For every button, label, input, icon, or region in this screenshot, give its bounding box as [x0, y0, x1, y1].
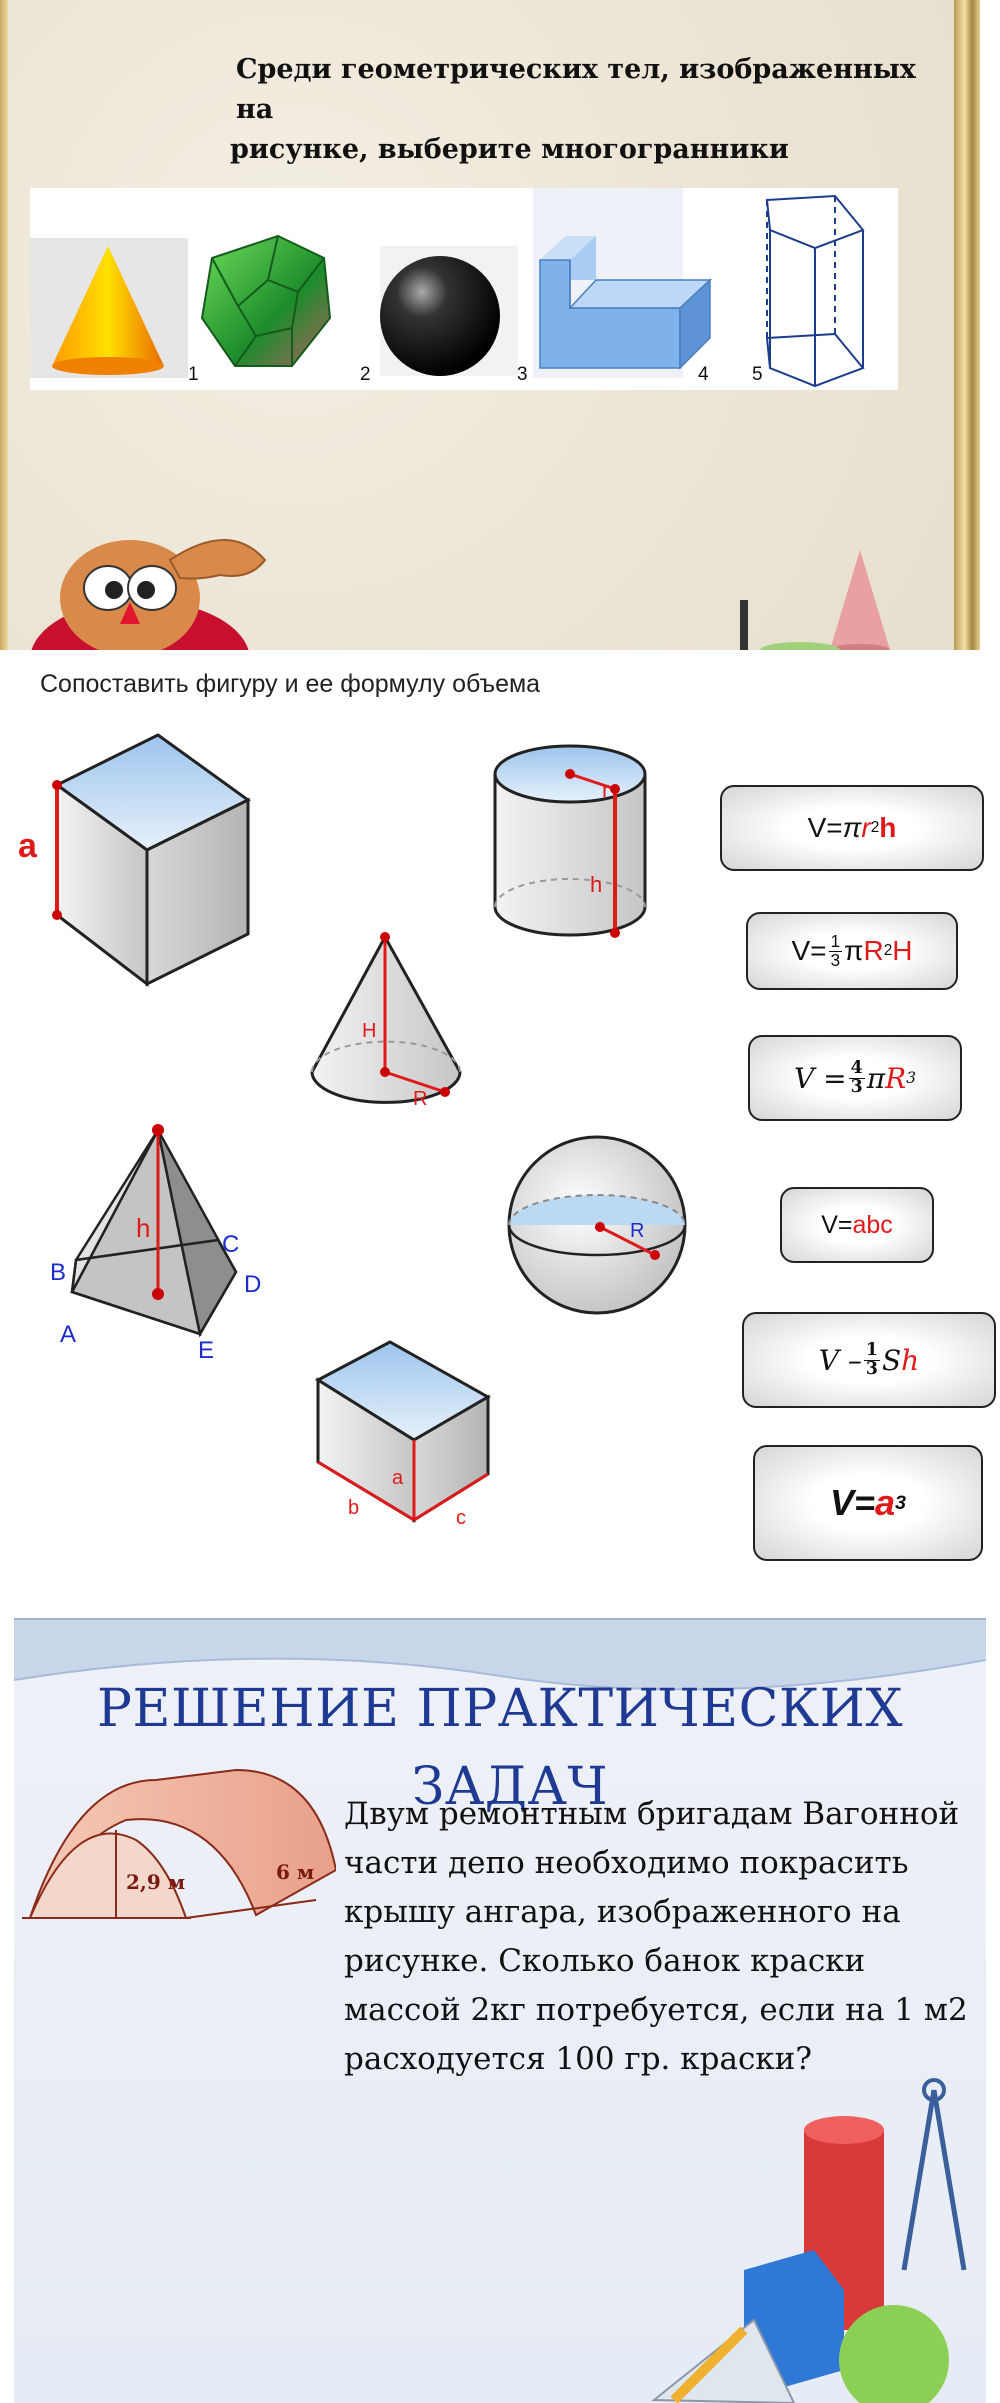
box-edge-b: b	[348, 1497, 359, 1519]
formula-S: S	[881, 1343, 902, 1377]
formula-r: r	[861, 812, 871, 843]
pyramid-vertex-e: E	[198, 1337, 214, 1364]
slide-practical-tasks: РЕШЕНИЕ ПРАКТИЧЕСКИХ ЗАДАЧ 2,9 м 6 м Дву…	[14, 1618, 986, 2403]
owl-mascot-illustration	[31, 539, 267, 650]
pencil-cone-decoration	[740, 550, 890, 650]
formula-H: H	[892, 935, 913, 966]
formula-text: V=	[807, 812, 843, 843]
formula-text: V=	[829, 1482, 875, 1523]
formula-text: V –	[818, 1343, 862, 1377]
header-wave-decoration	[14, 1620, 986, 1691]
slide3-heading-line1: РЕШЕНИЕ ПРАКТИЧЕСКИХ	[97, 1679, 903, 1739]
sphere-figure	[380, 246, 518, 376]
fraction-numerator: 4	[848, 1058, 865, 1079]
formula-R: R	[863, 935, 884, 966]
formula-exp: 2	[883, 942, 893, 959]
cylinder-radius-label: r	[602, 777, 609, 802]
geometric-bodies-strip: 1 2 3 4 5	[30, 188, 898, 390]
slide-polyhedra: Среди геометрических тел, изображенных н…	[0, 0, 980, 650]
cone-figure	[30, 238, 188, 378]
pyramid-figure	[70, 1124, 238, 1338]
formula-h: h	[879, 812, 897, 843]
formula-h: h	[901, 1343, 920, 1377]
figure-number-4: 4	[698, 364, 709, 385]
fraction-numerator: 1	[828, 931, 843, 952]
cone-height-label: H	[362, 1020, 376, 1042]
l-prism-figure	[533, 188, 712, 378]
formula-card-box[interactable]: V=abc	[780, 1187, 934, 1263]
figure-number-2: 2	[360, 364, 371, 385]
hangar-height-label: 2,9 м	[126, 1870, 186, 1894]
pyramid-vertex-c: C	[222, 1231, 239, 1258]
formula-abc: abc	[852, 1210, 893, 1239]
figure-number-5: 5	[752, 364, 763, 385]
slide1-title-line2: рисунке, выберите многогранники	[230, 134, 789, 165]
formula-pi: π	[866, 1061, 886, 1095]
slide-frame-right	[954, 0, 980, 650]
formula-pi: π	[842, 812, 862, 843]
slide-volume-formulas: Сопоставить фигуру и ее формулу объема a	[0, 652, 1000, 1612]
box-figure	[314, 1340, 492, 1523]
formula-pi: π	[844, 935, 864, 966]
box-edge-a: a	[392, 1467, 404, 1489]
figure-number-1: 1	[188, 364, 199, 385]
slide1-title: Среди геометрических тел, изображенных н…	[230, 50, 930, 170]
cylinder-height-label: h	[590, 872, 602, 897]
fraction-numerator: 1	[863, 1340, 880, 1361]
hangar-length-label: 6 м	[276, 1860, 315, 1884]
fraction-denominator: 3	[850, 1076, 863, 1097]
pyramid-vertex-d: D	[244, 1271, 261, 1298]
sphere-figure	[507, 1135, 687, 1315]
formula-text: V=	[791, 935, 827, 966]
solids-diagram: a r h H R R	[18, 733, 687, 1529]
dodecahedron-figure	[200, 234, 332, 367]
formula-exp: 2	[870, 819, 880, 836]
cone-figure	[310, 932, 462, 1104]
cube-edge-label: a	[18, 827, 38, 865]
box-edge-c: c	[456, 1507, 466, 1529]
geometry-tools-decoration	[651, 2078, 967, 2403]
slide1-title-line1: Среди геометрических тел, изображенных н…	[236, 54, 916, 125]
formula-text: V =	[794, 1061, 847, 1095]
fraction-denominator: 3	[865, 1358, 878, 1379]
cube-figure	[52, 733, 251, 988]
pyramid-vertex-b: B	[50, 1259, 66, 1286]
hangar-diagram	[22, 1768, 336, 1919]
formula-exp: 3	[895, 1491, 907, 1514]
slide-frame-left	[0, 0, 8, 650]
formula-R: R	[885, 1061, 907, 1095]
matching-instruction: Сопоставить фигуру и ее формулу объема	[40, 670, 541, 698]
geometric-bodies-svg	[30, 188, 865, 388]
fraction-denominator: 3	[830, 949, 841, 970]
slide3-heading: РЕШЕНИЕ ПРАКТИЧЕСКИХ ЗАДАЧ	[14, 1670, 986, 1826]
task-text: Двум ремонтным бригадам Вагонной части д…	[344, 1796, 968, 2077]
sphere-radius-label: R	[630, 1220, 644, 1242]
pyramid-height-label: h	[136, 1213, 150, 1243]
formula-exp: 3	[906, 1069, 916, 1087]
formula-a: a	[875, 1482, 896, 1523]
cone-radius-label: R	[413, 1088, 427, 1110]
slide3-heading-line2: ЗАДАЧ	[411, 1757, 609, 1817]
cylinder-figure	[493, 744, 647, 938]
pentagonal-prism-figure	[765, 194, 865, 388]
pyramid-vertex-a: A	[60, 1321, 76, 1348]
figure-number-3: 3	[517, 364, 528, 385]
formula-text: V=	[821, 1210, 853, 1239]
